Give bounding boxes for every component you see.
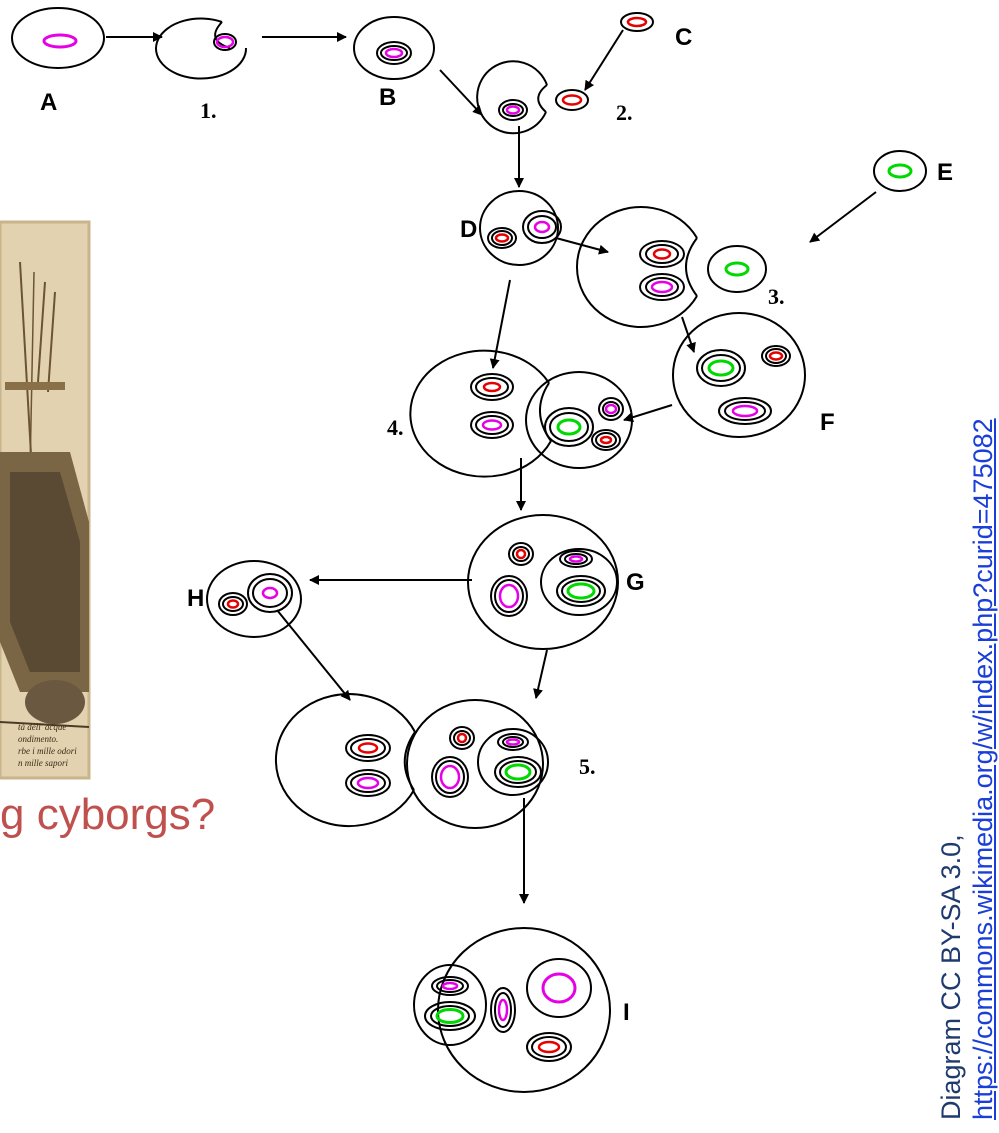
engraving-caption-line: ondimento. [18, 734, 59, 744]
credit-license: Diagram CC BY-SA 3.0, [936, 834, 966, 1120]
engraving-image: tà dell' acque ondimento. rbe i mille od… [0, 220, 91, 780]
label-f: F [820, 409, 835, 436]
cell-5-merging [274, 693, 549, 829]
credit-text: Diagram CC BY-SA 3.0, https://commons.wi… [935, 160, 999, 1120]
engraving-caption-line: tà dell' acque [18, 722, 67, 732]
label-i: I [623, 999, 630, 1026]
cell-3-engulfing [576, 206, 767, 328]
cell-b [353, 16, 435, 80]
label-e: E [937, 159, 953, 186]
cell-1-engulfing [155, 17, 248, 80]
slide-title: g cyborgs? [0, 790, 216, 839]
cell-f [672, 312, 806, 438]
engraving-caption-line: rbe i mille odori [18, 746, 77, 756]
label-step-3: 3. [768, 284, 785, 309]
label-step-5: 5. [579, 754, 596, 779]
label-c: C [675, 24, 692, 51]
cell-4-merging [409, 349, 633, 478]
cell-d [479, 190, 562, 266]
cell-a [11, 7, 105, 69]
label-b: B [379, 84, 396, 111]
label-d: D [460, 216, 477, 243]
label-step-2: 2. [616, 100, 633, 125]
credit-source-link[interactable]: https://commons.wikimedia.org/w/index.ph… [968, 418, 998, 1120]
cell-2-engulfing [476, 60, 589, 135]
arrows [106, 29, 877, 904]
label-step-1: 1. [200, 98, 217, 123]
label-a: A [40, 89, 57, 116]
cell-h [206, 560, 302, 638]
label-step-4: 4. [387, 415, 404, 440]
cell-e [873, 150, 927, 192]
cell-i [413, 927, 611, 1093]
label-g: G [626, 569, 645, 596]
cell-c [620, 12, 654, 32]
cell-g [467, 514, 619, 650]
engraving-caption-line: n mille sapori [18, 758, 69, 768]
label-h: H [187, 585, 204, 612]
